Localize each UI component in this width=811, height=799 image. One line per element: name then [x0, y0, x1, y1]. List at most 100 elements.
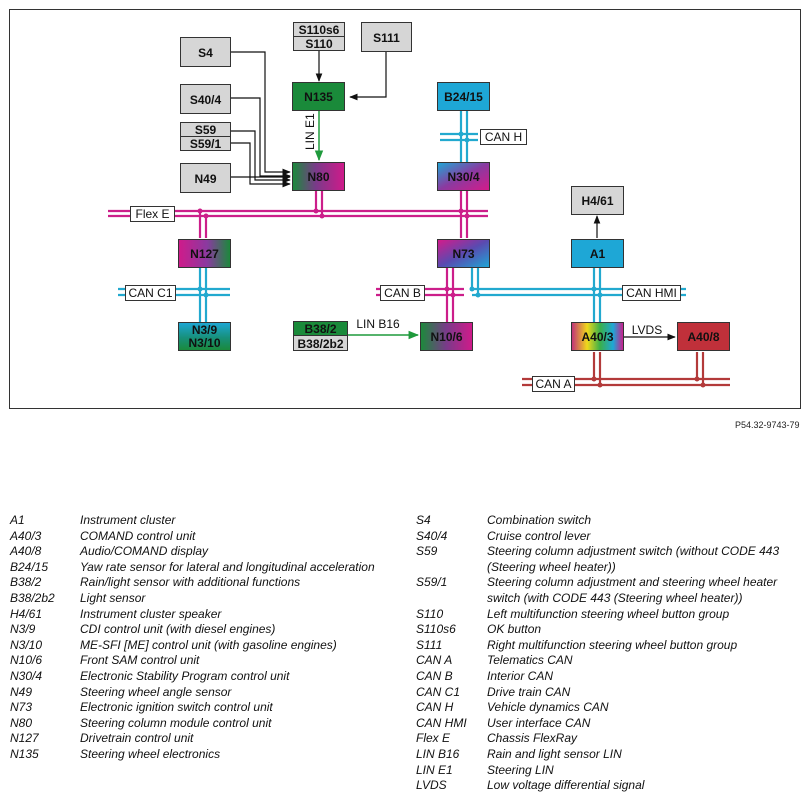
legend-description: Combination switch — [487, 513, 592, 527]
can-hmi-joints — [469, 286, 603, 298]
legend-description: Steering column adjustment and steering … — [487, 575, 778, 605]
legend-code: S110 — [416, 606, 444, 621]
legend-description: Steering column module control unit — [80, 715, 272, 730]
legend-description: Drive train CAN — [487, 684, 571, 699]
legend-description: Electronic Stability Program control uni… — [80, 668, 290, 683]
box-s111: S111 — [361, 22, 412, 52]
svg-text:N73: N73 — [452, 247, 474, 261]
legend-description: Right multifunction steering wheel butto… — [487, 637, 738, 652]
legend-description: Steering LIN — [487, 762, 554, 777]
legend-description: Telematics CAN — [487, 653, 573, 668]
box-a40-8: A40/8 — [677, 322, 730, 351]
legend-code: S59 — [416, 544, 438, 559]
legend-description: Steering column adjustment switch (witho… — [487, 544, 780, 574]
svg-text:CAN B: CAN B — [384, 286, 421, 300]
legend-description: CDI control unit (with diesel engines) — [80, 622, 276, 637]
legend-description: Rain/light sensor with additional functi… — [80, 575, 301, 590]
legend-code: N49 — [10, 684, 33, 699]
can-a-joints — [591, 376, 706, 388]
legend-row: N30/4 Electronic Stability Program contro… — [10, 669, 400, 685]
legend-description: Left multifunction steering wheel button… — [487, 606, 730, 621]
box-n10-6: N10/6 — [420, 322, 473, 351]
legend-description: OK button — [487, 622, 542, 637]
legend-code: LIN B16 — [416, 746, 460, 761]
svg-text:A40/8: A40/8 — [687, 330, 719, 344]
legend-description: Instrument cluster speaker — [80, 606, 222, 621]
svg-text:CAN H: CAN H — [485, 130, 522, 144]
legend-description: Instrument cluster — [80, 513, 176, 527]
svg-text:S59: S59 — [195, 123, 217, 137]
svg-text:S110s6: S110s6 — [299, 23, 340, 37]
legend-code: CAN A — [416, 653, 453, 668]
svg-text:N10/6: N10/6 — [430, 330, 462, 344]
box-a1: A1 — [571, 239, 624, 268]
legend-description: User interface CAN — [487, 715, 591, 730]
legend-row: S59 Steering column adjustment switch (wi… — [416, 544, 806, 575]
legend-description: Steering wheel angle sensor — [80, 684, 232, 699]
legend-code: LIN E1 — [416, 762, 453, 777]
box-s40-4: S40/4 — [180, 84, 231, 114]
legend-description: Electronic ignition switch control unit — [80, 700, 273, 715]
box-s59: S59 S59/1 — [180, 122, 231, 151]
box-s110: S110s6 S110 — [293, 22, 345, 51]
legend-description: Cruise control lever — [487, 528, 591, 543]
box-n135: N135 — [292, 82, 345, 111]
legend-row: H4/61 Instrument cluster speaker — [10, 607, 400, 623]
box-n49: N49 — [180, 163, 231, 193]
legend-row: N49 Steering wheel angle sensor — [10, 685, 400, 701]
legend-code: H4/61 — [10, 606, 43, 621]
svg-text:A40/3: A40/3 — [581, 330, 613, 344]
legend-row: N73 Electronic ignition switch control un… — [10, 700, 400, 716]
can-c1-joints — [197, 286, 209, 298]
legend-description: Front SAM control unit — [80, 653, 200, 668]
legend-code: B24/15 — [10, 559, 49, 574]
label-can-a: CAN A — [532, 376, 575, 392]
label-can-b: CAN B — [380, 285, 425, 301]
legend-code: N80 — [10, 715, 33, 730]
legend-code: S59/1 — [416, 575, 448, 590]
legend-description: Rain and light sensor LIN — [487, 746, 622, 761]
box-n127: N127 — [178, 239, 231, 268]
legend-description: COMAND control unit — [80, 528, 196, 543]
legend-row: S110 Left multifunction steering wheel bu… — [416, 607, 806, 623]
legend-code: N73 — [10, 700, 33, 715]
can-h-joints — [458, 131, 470, 143]
box-n73: N73 — [437, 239, 490, 268]
legend-code: N30/4 — [10, 668, 43, 683]
svg-text:Flex E: Flex E — [135, 207, 169, 221]
legend-description: Light sensor — [80, 590, 146, 605]
legend-code: Flex E — [416, 731, 451, 746]
svg-text:N127: N127 — [190, 247, 219, 261]
svg-text:B38/2b2: B38/2b2 — [297, 337, 343, 351]
svg-text:S4: S4 — [198, 46, 213, 60]
label-flex-e: Flex E — [130, 206, 175, 222]
legend-description: Low voltage differential signal — [487, 778, 645, 793]
svg-text:N30/4: N30/4 — [447, 170, 479, 184]
legend-code: A40/8 — [10, 544, 42, 559]
box-s4: S4 — [180, 37, 231, 67]
legend-code: N10/6 — [10, 653, 43, 668]
box-n30-4: N30/4 — [437, 162, 490, 191]
legend-code: N135 — [10, 746, 39, 761]
legend-row: S59/1 Steering column adjustment and stee… — [416, 575, 806, 606]
legend-code: B38/2b2 — [10, 590, 55, 605]
box-b38-2: B38/2 B38/2b2 — [293, 321, 348, 351]
box-n80: N80 — [292, 162, 345, 191]
